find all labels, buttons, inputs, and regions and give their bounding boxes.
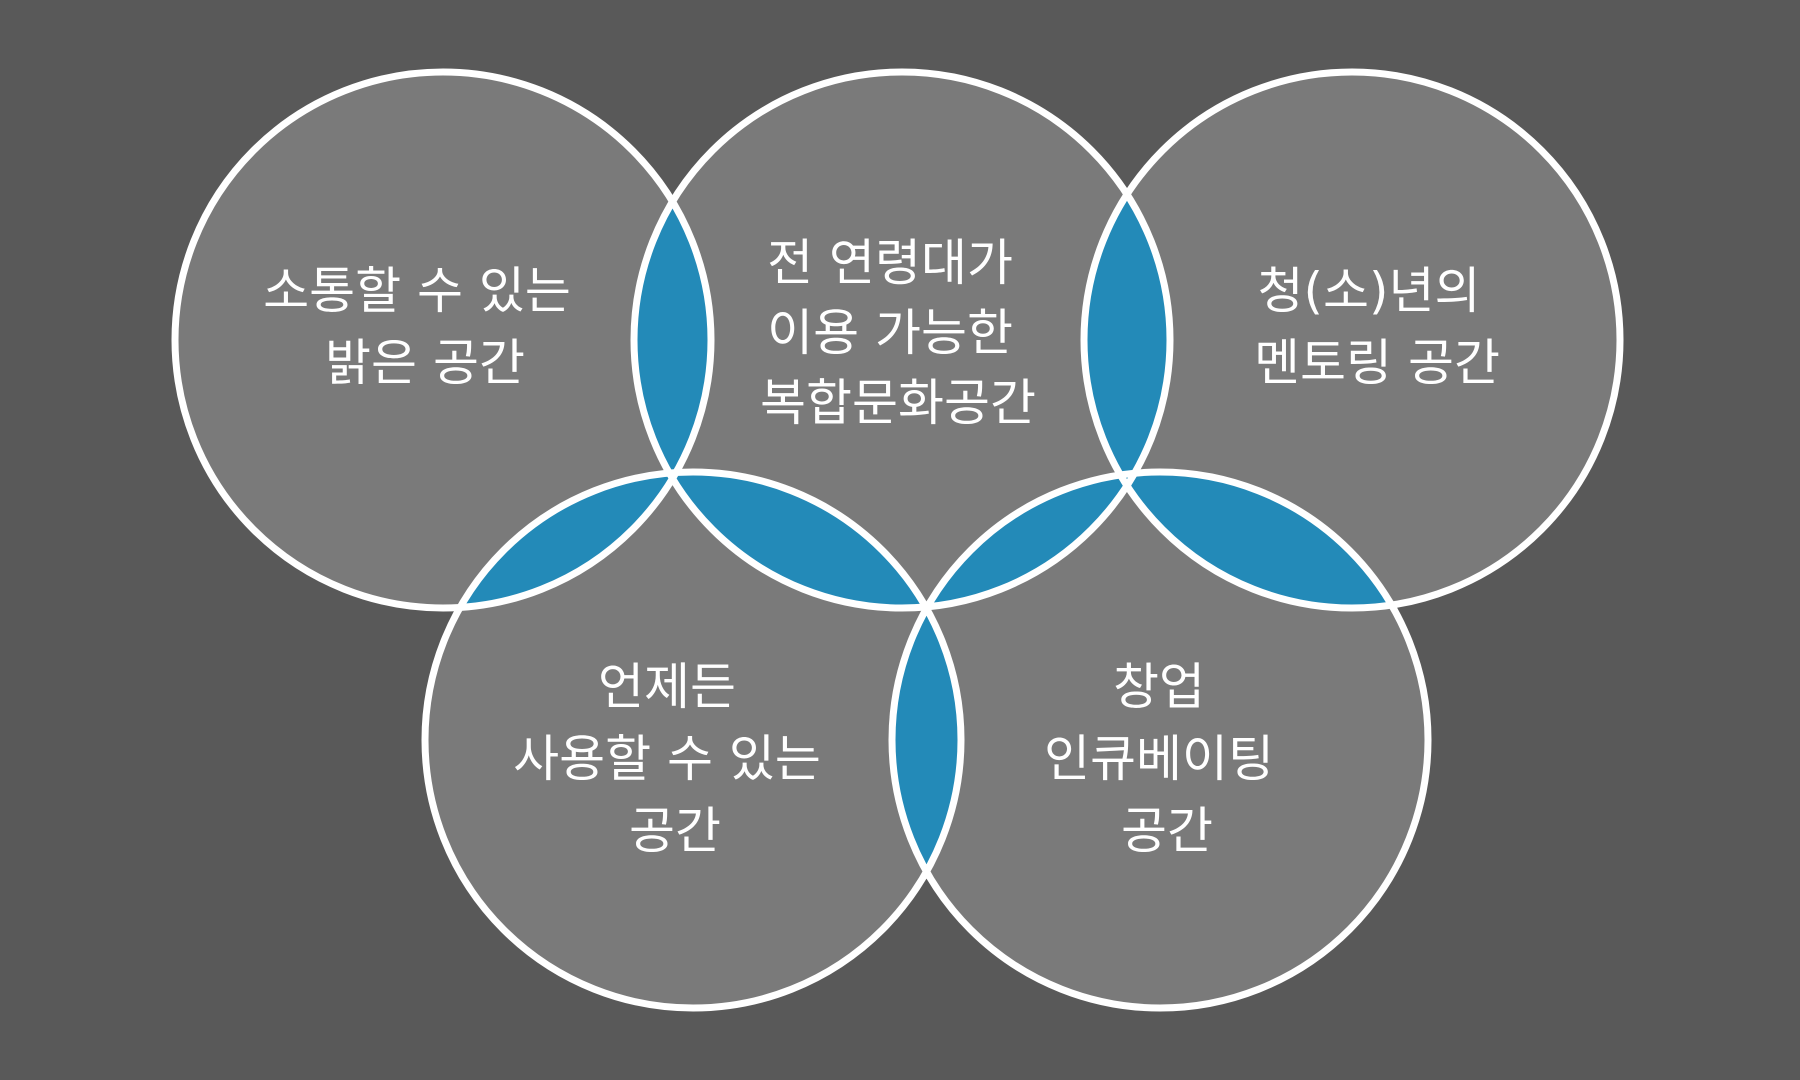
label-line: 복합문화공간 <box>760 374 1036 432</box>
label-line: 공간 <box>1121 802 1213 860</box>
label-line: 전 연령대가 <box>767 234 1013 292</box>
circle-outlines <box>171 68 1624 1012</box>
label-startup: 창업 인큐베이팅 공간 <box>1044 658 1290 860</box>
label-line: 언제든 <box>598 658 736 716</box>
circle-anytime <box>425 472 961 1008</box>
label-line: 인큐베이팅 <box>1044 730 1274 788</box>
outline-communication <box>171 68 715 612</box>
circle-communication <box>175 72 711 608</box>
label-line: 공간 <box>629 802 721 860</box>
outline-startup <box>888 468 1432 1012</box>
label-line: 이용 가능한 <box>767 304 1013 362</box>
label-line: 소통할 수 있는 <box>263 262 571 320</box>
circle-fills <box>175 72 1620 1008</box>
label-line: 멘토링 공간 <box>1254 334 1500 392</box>
label-anytime: 언제든 사용할 수 있는 공간 <box>513 658 837 860</box>
outline-mentoring <box>1080 68 1624 612</box>
circle-labels: 소통할 수 있는 밝은 공간 전 연령대가 이용 가능한 복합문화공간 청(소)… <box>263 234 1500 860</box>
outline-anytime <box>421 468 965 1012</box>
label-line: 사용할 수 있는 <box>513 730 821 788</box>
label-line: 밝은 공간 <box>325 334 525 392</box>
label-line: 청(소)년의 <box>1258 262 1481 320</box>
label-culture: 전 연령대가 이용 가능한 복합문화공간 <box>760 234 1036 432</box>
label-communication: 소통할 수 있는 밝은 공간 <box>263 262 587 392</box>
circle-culture <box>634 72 1170 608</box>
circle-mentoring <box>1084 72 1620 608</box>
circle-startup <box>892 472 1428 1008</box>
outline-culture <box>630 68 1174 612</box>
label-line: 창업 <box>1113 658 1205 716</box>
label-mentoring: 청(소)년의 멘토링 공간 <box>1254 262 1500 392</box>
